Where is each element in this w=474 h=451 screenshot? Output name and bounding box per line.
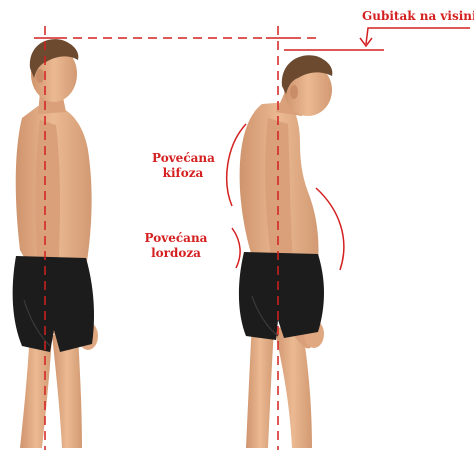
kyphosis-label-line2: kifoza (152, 166, 214, 181)
kyphosis-label-line1: Povećana (152, 151, 214, 166)
left-figure-ear (36, 69, 44, 83)
kyphosis-label: Povećana kifoza (152, 151, 214, 181)
left-figure-front-leg (52, 335, 82, 448)
height-loss-label: Gubitak na visini (362, 9, 474, 23)
right-figure-back-leg (246, 322, 274, 448)
figure-good-posture (13, 39, 98, 448)
right-figure-ear (290, 85, 298, 99)
lordosis-curve-right (316, 188, 344, 270)
right-figure-shorts (239, 252, 324, 340)
lordosis-curve-left (232, 228, 240, 268)
lordosis-label-line1: Povećana (144, 231, 208, 246)
height-loss-arrow (366, 28, 470, 44)
figure-poor-posture (239, 55, 332, 448)
lordosis-label-line2: lordoza (144, 246, 208, 261)
lordosis-label: Povećana lordoza (144, 231, 208, 261)
